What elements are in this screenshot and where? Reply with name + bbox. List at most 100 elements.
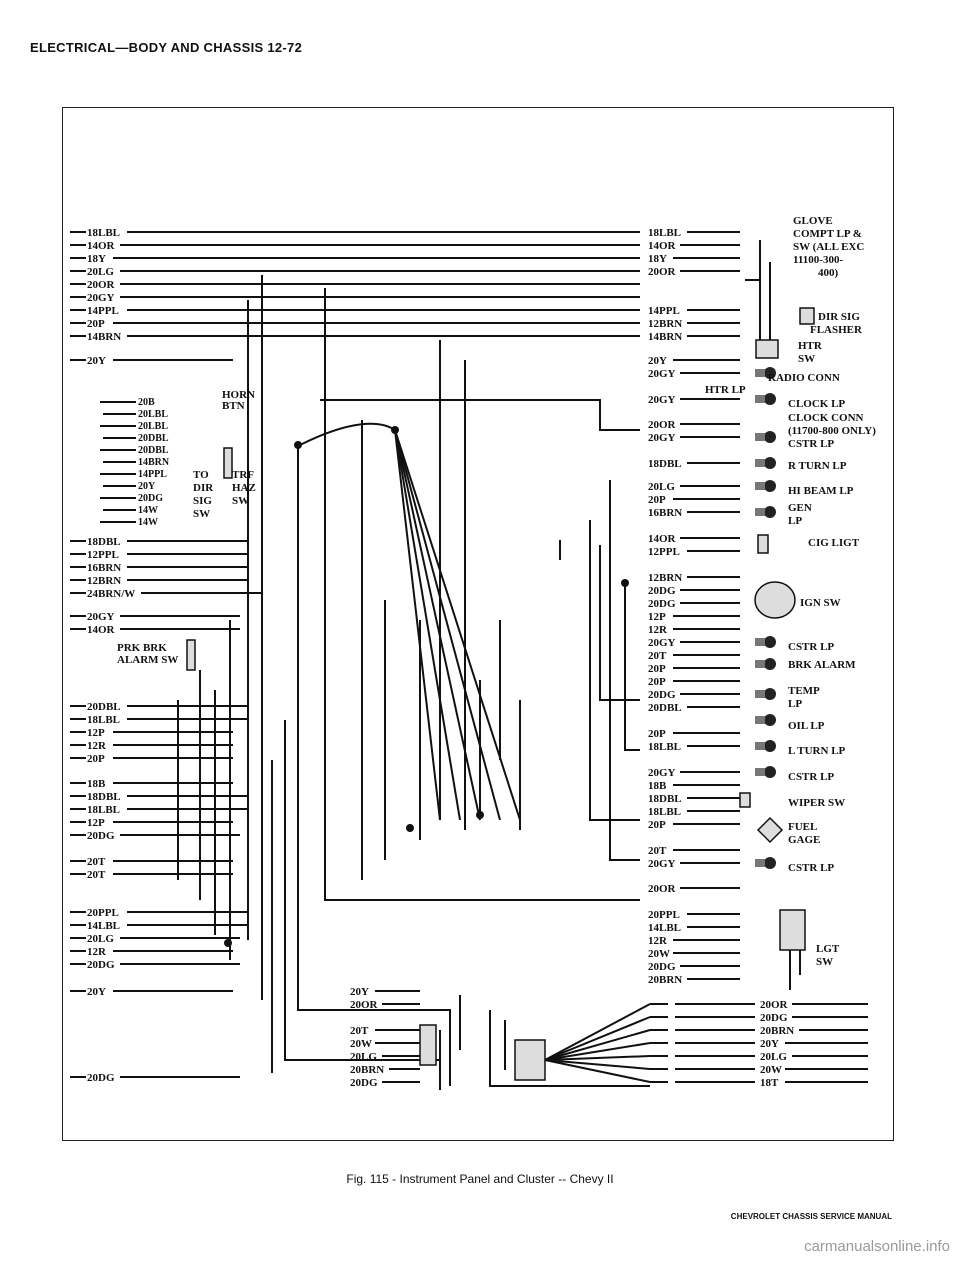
right-wire-label: 20DG <box>648 598 676 610</box>
left-wire-label: 24BRN/W <box>87 588 135 600</box>
right-wire-label: 12P <box>648 611 666 623</box>
left-wire-label: 14OR <box>87 624 116 636</box>
component-label: GLOVE <box>793 215 833 227</box>
right-wire-label: 20P <box>648 676 666 688</box>
lamp-socket <box>764 766 776 778</box>
lamp-socket-base <box>755 508 765 516</box>
right-wire-label: 20DG <box>648 961 676 973</box>
bottom-wire-label: 20T <box>350 1025 369 1037</box>
component-label: HI BEAM LP <box>788 485 854 497</box>
left-wire-label: 18LBL <box>87 227 120 239</box>
splice-dot <box>476 811 484 819</box>
right-wire-label: 12BRN <box>648 318 682 330</box>
component-label: LGT <box>816 943 840 955</box>
lamp-sockets <box>755 367 776 869</box>
right-wire-label: 20P <box>648 663 666 675</box>
manual-footer: CHEVROLET CHASSIS SERVICE MANUAL <box>730 1212 892 1221</box>
right-wire-label: 20DG <box>648 689 676 701</box>
left-wire-label: 20DG <box>87 1072 115 1084</box>
right-wire-label: 18DBL <box>648 793 682 805</box>
component-label: TEMP <box>788 685 820 697</box>
component-label: RADIO CONN <box>768 372 840 384</box>
bottom-wire-label: 20DG <box>350 1077 378 1089</box>
left-wire-label: 20GY <box>87 611 115 623</box>
component-label: COMPT LP & <box>793 228 862 240</box>
ign-sw-body <box>754 581 796 619</box>
left-wire-label: 18DBL <box>87 536 121 548</box>
lamp-socket-base <box>755 433 765 441</box>
bottom-right-wire-label: 20BRN <box>760 1025 794 1037</box>
right-wire-label: 14OR <box>648 240 677 252</box>
bottom-right-wire-label: 20W <box>760 1064 782 1076</box>
connectors <box>186 307 815 1081</box>
left-wire-label: 12P <box>87 817 105 829</box>
component-label: CSTR LP <box>788 771 834 783</box>
component-label: HORN <box>222 389 255 401</box>
right-wire-label: 20T <box>648 650 667 662</box>
lamp-socket <box>764 480 776 492</box>
bottom-fan-wire <box>544 1059 651 1070</box>
right-wire-label: 14LBL <box>648 922 681 934</box>
lamp-socket <box>764 393 776 405</box>
lgt-sw-connector <box>779 909 806 951</box>
dir-sig-flasher-connector <box>799 307 815 325</box>
right-wire-label: 18Y <box>648 253 667 265</box>
left-wire-label: 14PPL <box>87 305 119 317</box>
bottom-wire-label: 20BRN <box>350 1064 384 1076</box>
bottom-right-wire-label: 20OR <box>760 999 789 1011</box>
lamp-socket-base <box>755 395 765 403</box>
right-wire-label: 20P <box>648 728 666 740</box>
lamp-socket-base <box>755 638 765 646</box>
lamp-socket-base <box>755 768 765 776</box>
left-wire-label: 20T <box>87 856 106 868</box>
lamp-socket <box>764 740 776 752</box>
left-wire-label: 12P <box>87 727 105 739</box>
component-label: DIR <box>193 482 214 494</box>
lamp-socket-base <box>755 459 765 467</box>
component-label: CLOCK LP <box>788 398 845 410</box>
bottom-wire-label: 20Y <box>350 986 369 998</box>
wiper-sw-connector <box>739 792 751 808</box>
right-wire-label: 20PPL <box>648 909 680 921</box>
lamp-socket <box>764 658 776 670</box>
right-wire-label: 20DG <box>648 585 676 597</box>
right-wire-label: 12R <box>648 624 668 636</box>
splice-dot <box>294 441 302 449</box>
lamp-socket-base <box>755 742 765 750</box>
bottom-wire-label: 20OR <box>350 999 379 1011</box>
component-label: SW <box>232 495 249 507</box>
left-wire-label: 14BRN <box>87 331 121 343</box>
splice-dot <box>621 579 629 587</box>
bottom-wire-label: 20LG <box>350 1051 377 1063</box>
component-label: FUEL <box>788 821 817 833</box>
left-wire-label: 20Y <box>87 986 106 998</box>
right-wire-label: 20Y <box>648 355 667 367</box>
left-wire-label: 20LG <box>87 933 114 945</box>
component-label: HTR <box>798 340 823 352</box>
right-wire-label: 20GY <box>648 394 676 406</box>
cig-ligt-connector <box>757 534 769 554</box>
bottom-connector-block <box>419 1024 437 1066</box>
component-label: BRK ALARM <box>788 659 856 671</box>
right-wire-label: 12PPL <box>648 546 680 558</box>
right-wire-label: 20BRN <box>648 974 682 986</box>
left-wire-label: 18LBL <box>87 714 120 726</box>
left-wire-label: 12R <box>87 946 107 958</box>
lamp-socket-base <box>755 716 765 724</box>
lamp-socket-base <box>755 369 765 377</box>
left-wire-label: 20DG <box>87 959 115 971</box>
left-wire-label: 20LG <box>87 266 114 278</box>
component-label: CLOCK CONN <box>788 412 864 424</box>
figure-caption: Fig. 115 - Instrument Panel and Cluster … <box>346 1172 614 1186</box>
component-label: DIR SIG <box>818 311 860 323</box>
lamp-socket-base <box>755 482 765 490</box>
turn-signal-wire-label: 20Y <box>138 481 156 492</box>
bottom-fan-wire <box>544 1055 651 1061</box>
turn-signal-wire-label: 14BRN <box>138 457 170 468</box>
label-layer: 18LBL14OR18Y20LG20OR20GY14PPL20P14BRN20Y… <box>87 215 876 1089</box>
component-label: SW <box>816 956 833 968</box>
component-label: SIG <box>193 495 212 507</box>
component-label: R TURN LP <box>788 460 847 472</box>
bottom-fan-wire <box>544 1042 651 1061</box>
